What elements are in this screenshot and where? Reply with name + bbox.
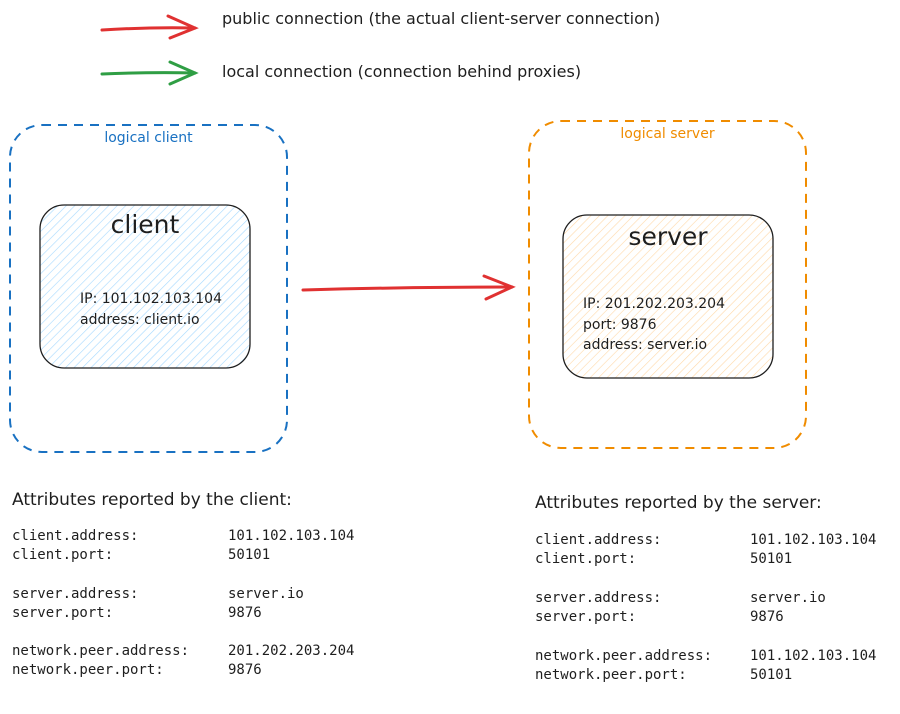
logical-client-label: logical client	[104, 130, 193, 146]
attr-key: client.address:	[535, 532, 662, 548]
client-node-box	[39, 204, 251, 369]
attr-key: server.port:	[535, 609, 637, 625]
attr-value: 9876	[228, 605, 262, 621]
public-connection-arrow	[301, 274, 516, 301]
attr-key: network.peer.port:	[12, 662, 164, 678]
attr-value: 9876	[228, 662, 262, 678]
server-ip: IP: 201.202.203.204	[583, 296, 725, 312]
server-node-title: server	[628, 222, 708, 251]
client-address: address: client.io	[80, 312, 200, 328]
attr-value: server.io	[750, 590, 826, 606]
attr-key: network.peer.address:	[535, 648, 713, 664]
attr-key: client.port:	[535, 551, 637, 567]
server-attributes-title: Attributes reported by the server:	[535, 493, 822, 513]
attr-value: server.io	[228, 586, 304, 602]
legend-public-label: public connection (the actual client-ser…	[222, 9, 661, 28]
server-address: address: server.io	[583, 337, 708, 353]
attr-key: client.address:	[12, 528, 139, 544]
attr-value: 9876	[750, 609, 784, 625]
attr-key: client.port:	[12, 547, 114, 563]
attr-key: server.port:	[12, 605, 114, 621]
attr-key: server.address:	[535, 590, 662, 606]
logical-server-label: logical server	[620, 126, 715, 142]
attr-value: 50101	[750, 551, 793, 567]
attr-value: 50101	[750, 667, 793, 683]
legend-local-arrow	[100, 60, 199, 86]
server-node-box	[562, 214, 774, 379]
attr-value: 101.102.103.104	[750, 532, 877, 548]
attr-key: network.peer.address:	[12, 643, 190, 659]
attr-value: 50101	[228, 547, 271, 563]
attr-key: network.peer.port:	[535, 667, 687, 683]
client-node-title: client	[110, 210, 180, 239]
server-port: port: 9876	[583, 317, 657, 333]
client-ip: IP: 101.102.103.104	[80, 291, 222, 307]
attr-value: 201.202.203.204	[228, 643, 355, 659]
attr-key: server.address:	[12, 586, 139, 602]
legend-local-label: local connection (connection behind prox…	[222, 62, 582, 81]
client-attributes-title: Attributes reported by the client:	[12, 490, 292, 510]
attr-value: 101.102.103.104	[228, 528, 355, 544]
legend-public-arrow	[100, 14, 199, 40]
attr-value: 101.102.103.104	[750, 648, 877, 664]
